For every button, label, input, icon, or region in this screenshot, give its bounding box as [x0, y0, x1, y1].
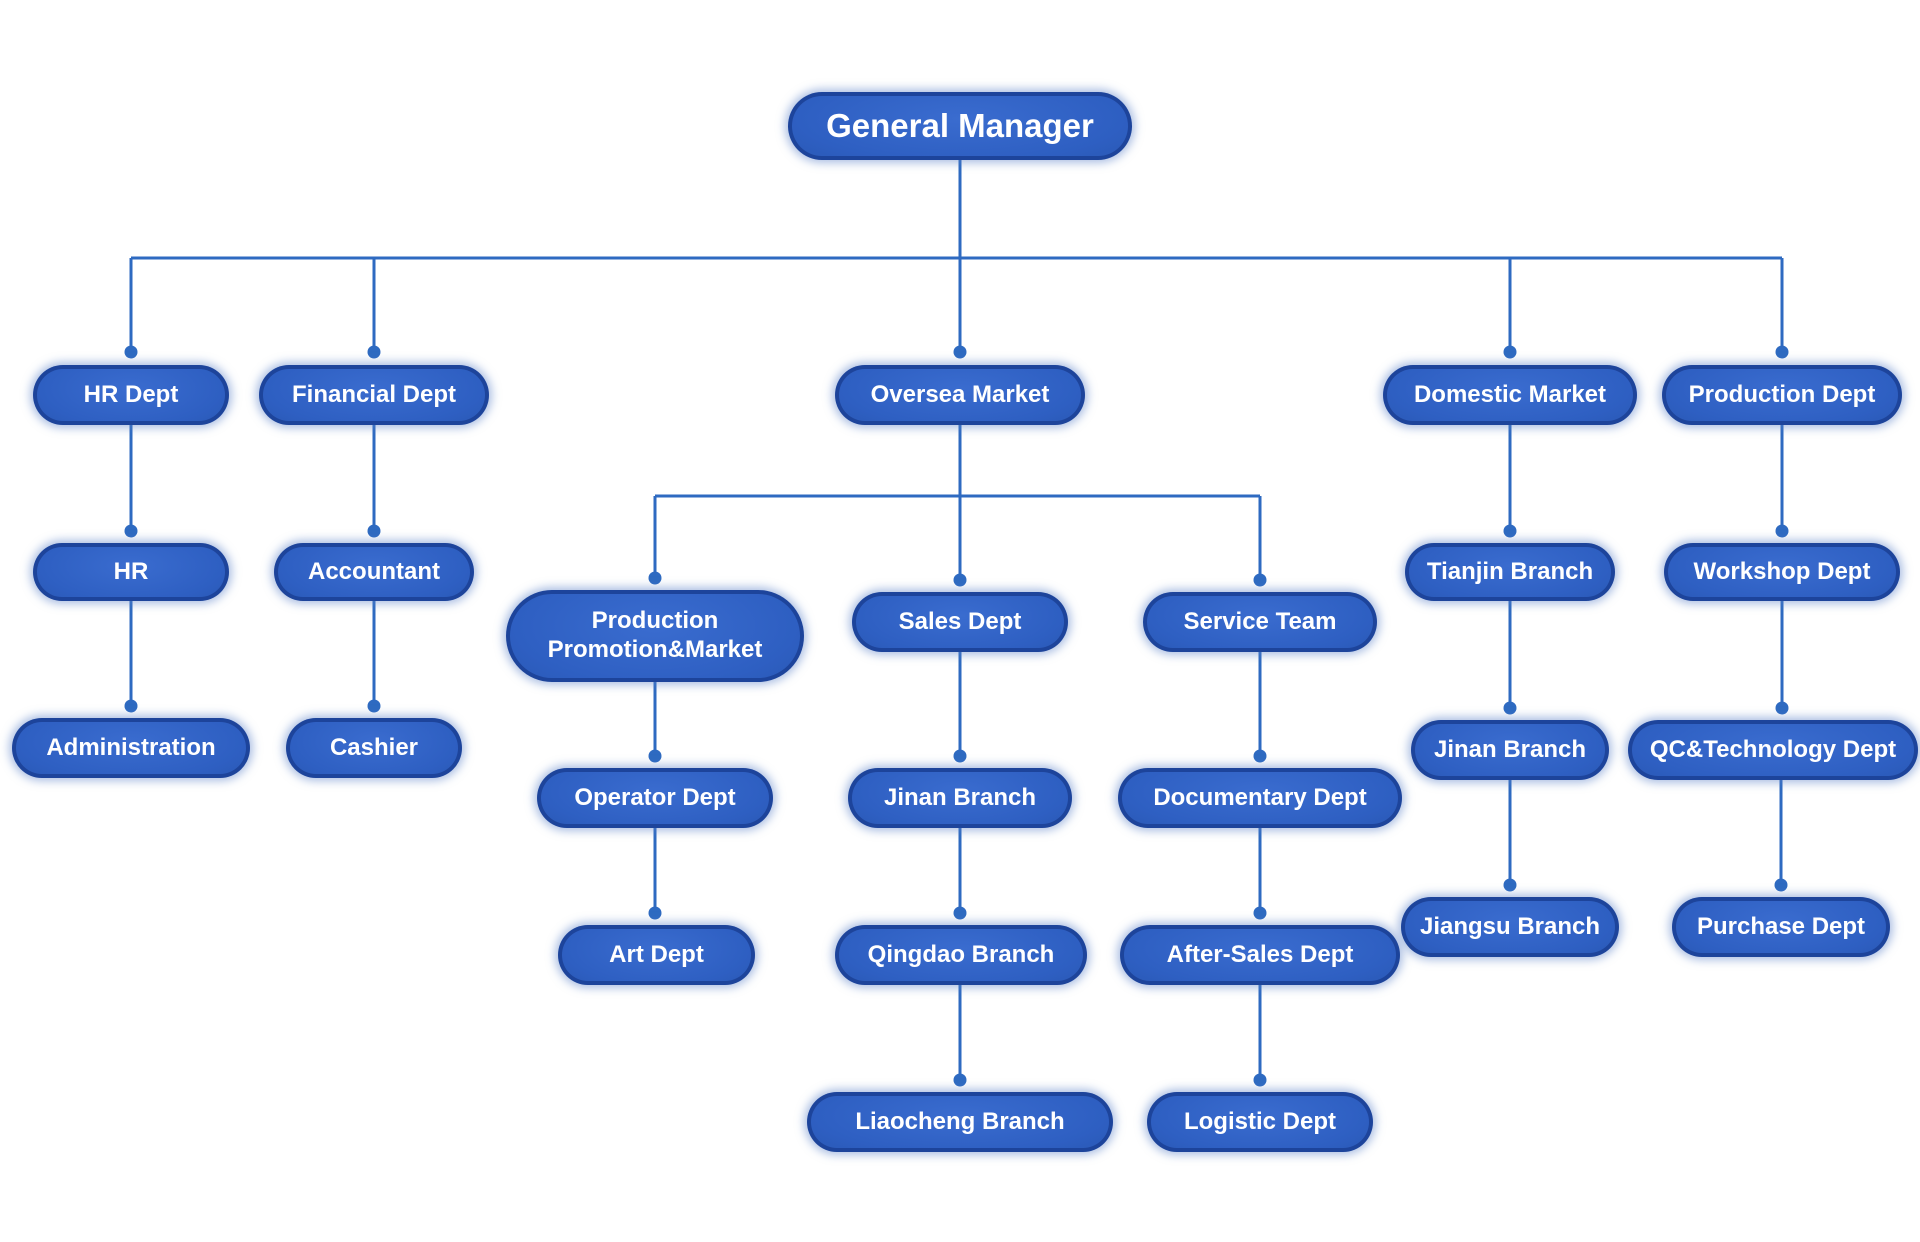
node-label: Tianjin Branch — [1426, 557, 1594, 585]
node-label: Jinan Branch — [883, 783, 1037, 811]
node-logistic-dept: Logistic Dept — [1147, 1092, 1373, 1152]
node-label: Production Dept — [1688, 380, 1876, 408]
node-label: Operator Dept — [574, 783, 736, 811]
node-general-manager: General Manager — [788, 92, 1132, 160]
node-label: Financial Dept — [291, 380, 457, 408]
node-production-promotion-market: Production Promotion&Market — [506, 590, 804, 682]
node-label: Art Dept — [609, 940, 704, 968]
node-label: Administration — [46, 733, 216, 761]
node-label: Liaocheng Branch — [855, 1107, 1065, 1135]
connector-dot-group — [124, 345, 1789, 1087]
node-after-sales-dept: After-Sales Dept — [1120, 925, 1400, 985]
node-service-team: Service Team — [1143, 592, 1377, 652]
node-label: Documentary Dept — [1153, 783, 1367, 811]
node-jinan-branch-domestic: Jinan Branch — [1411, 720, 1609, 780]
node-sales-dept: Sales Dept — [852, 592, 1068, 652]
connector-line-group — [129, 160, 1784, 1076]
node-cashier: Cashier — [286, 718, 462, 778]
node-hr: HR — [33, 543, 229, 601]
node-label: Purchase Dept — [1696, 912, 1866, 940]
node-art-dept: Art Dept — [558, 925, 755, 985]
node-documentary-dept: Documentary Dept — [1118, 768, 1402, 828]
node-label: Jiangsu Branch — [1419, 912, 1601, 940]
node-jinan-branch-sales: Jinan Branch — [848, 768, 1072, 828]
node-label: Workshop Dept — [1693, 557, 1871, 585]
node-production-dept: Production Dept — [1662, 365, 1902, 425]
node-workshop-dept: Workshop Dept — [1664, 543, 1900, 601]
node-qingdao-branch: Qingdao Branch — [835, 925, 1087, 985]
node-liaocheng-branch: Liaocheng Branch — [807, 1092, 1113, 1152]
node-hr-dept: HR Dept — [33, 365, 229, 425]
node-label: Oversea Market — [870, 380, 1050, 408]
node-label: Cashier — [329, 733, 419, 761]
node-tianjin-branch: Tianjin Branch — [1405, 543, 1615, 601]
node-domestic-market: Domestic Market — [1383, 365, 1637, 425]
node-label: QC&Technology Dept — [1649, 735, 1897, 763]
node-label: Service Team — [1183, 607, 1337, 635]
node-financial-dept: Financial Dept — [259, 365, 489, 425]
node-label: Accountant — [308, 557, 440, 585]
node-label: HR — [113, 557, 149, 585]
node-jiangsu-branch: Jiangsu Branch — [1401, 897, 1619, 957]
node-label: Production Promotion&Market — [547, 607, 763, 663]
node-label: Logistic Dept — [1183, 1107, 1336, 1135]
node-qc-technology-dept: QC&Technology Dept — [1628, 720, 1918, 780]
node-label: After-Sales Dept — [1166, 940, 1354, 968]
node-label: Qingdao Branch — [867, 940, 1055, 968]
node-purchase-dept: Purchase Dept — [1672, 897, 1890, 957]
node-label: Domestic Market — [1413, 380, 1607, 408]
node-accountant: Accountant — [274, 543, 474, 601]
node-label: HR Dept — [83, 380, 179, 408]
node-administration: Administration — [12, 718, 250, 778]
node-label: General Manager — [826, 107, 1094, 145]
node-label: Sales Dept — [898, 607, 1022, 635]
node-oversea-market: Oversea Market — [835, 365, 1085, 425]
node-operator-dept: Operator Dept — [537, 768, 773, 828]
node-label: Jinan Branch — [1433, 735, 1587, 763]
